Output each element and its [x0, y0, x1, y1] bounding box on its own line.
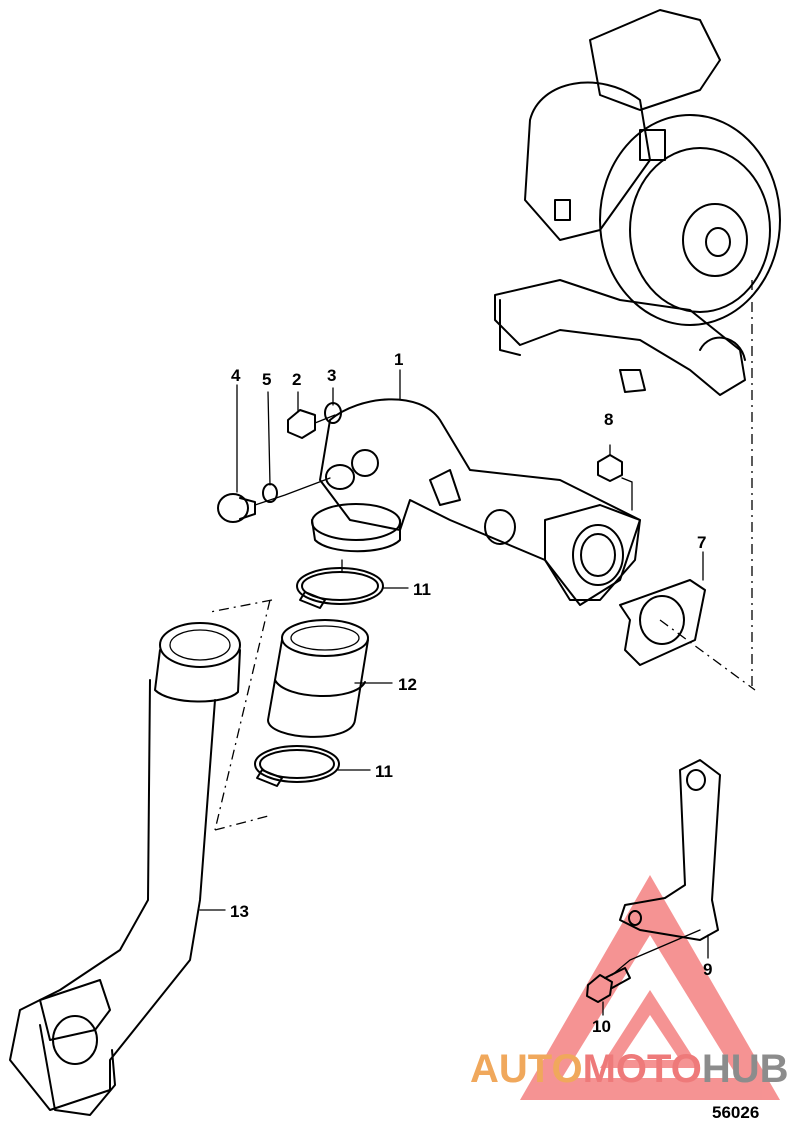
callout-9: 9 [703, 960, 712, 979]
callout-11-upper: 11 [413, 580, 431, 599]
warning-triangle-logo-icon [520, 875, 780, 1100]
watermark-auto: AUTO [470, 1047, 583, 1091]
alignment-line-hose [209, 599, 273, 831]
callout-2: 2 [292, 370, 301, 389]
part-9-bracket [611, 759, 721, 976]
turbocharger [494, 9, 781, 396]
callout-8: 8 [604, 410, 613, 429]
callout-12: 12 [398, 675, 417, 694]
part-1-elbow-tube [311, 398, 641, 606]
watermark-moto: MOTO [583, 1047, 702, 1091]
part-8-nut [597, 444, 633, 511]
part-10-bolt [586, 967, 631, 1003]
part-11-clamp-lower [254, 745, 340, 787]
watermark-hub: HUB [702, 1047, 789, 1091]
watermark-text: AUTOMOTOHUB [470, 1047, 789, 1091]
callout-4: 4 [231, 366, 241, 385]
part-11-clamp-upper [296, 567, 384, 609]
part-2-plug [287, 409, 336, 439]
callout-10: 10 [592, 1017, 611, 1036]
callout-7: 7 [697, 533, 706, 552]
part-4-plug [217, 477, 331, 523]
callout-1: 1 [394, 350, 403, 369]
alignment-line-gasket [659, 619, 756, 691]
callout-5: 5 [262, 370, 271, 389]
callout-3: 3 [327, 366, 336, 385]
callout-13: 13 [230, 902, 249, 921]
part-5-washer [262, 483, 278, 503]
part-13-pipe [9, 622, 241, 1116]
part-7-gasket [619, 579, 706, 666]
leader-lines [199, 369, 709, 1016]
figure-number: 56026 [712, 1103, 759, 1122]
callout-11-lower: 11 [375, 762, 393, 781]
part-12-coupling-hose [267, 619, 369, 738]
